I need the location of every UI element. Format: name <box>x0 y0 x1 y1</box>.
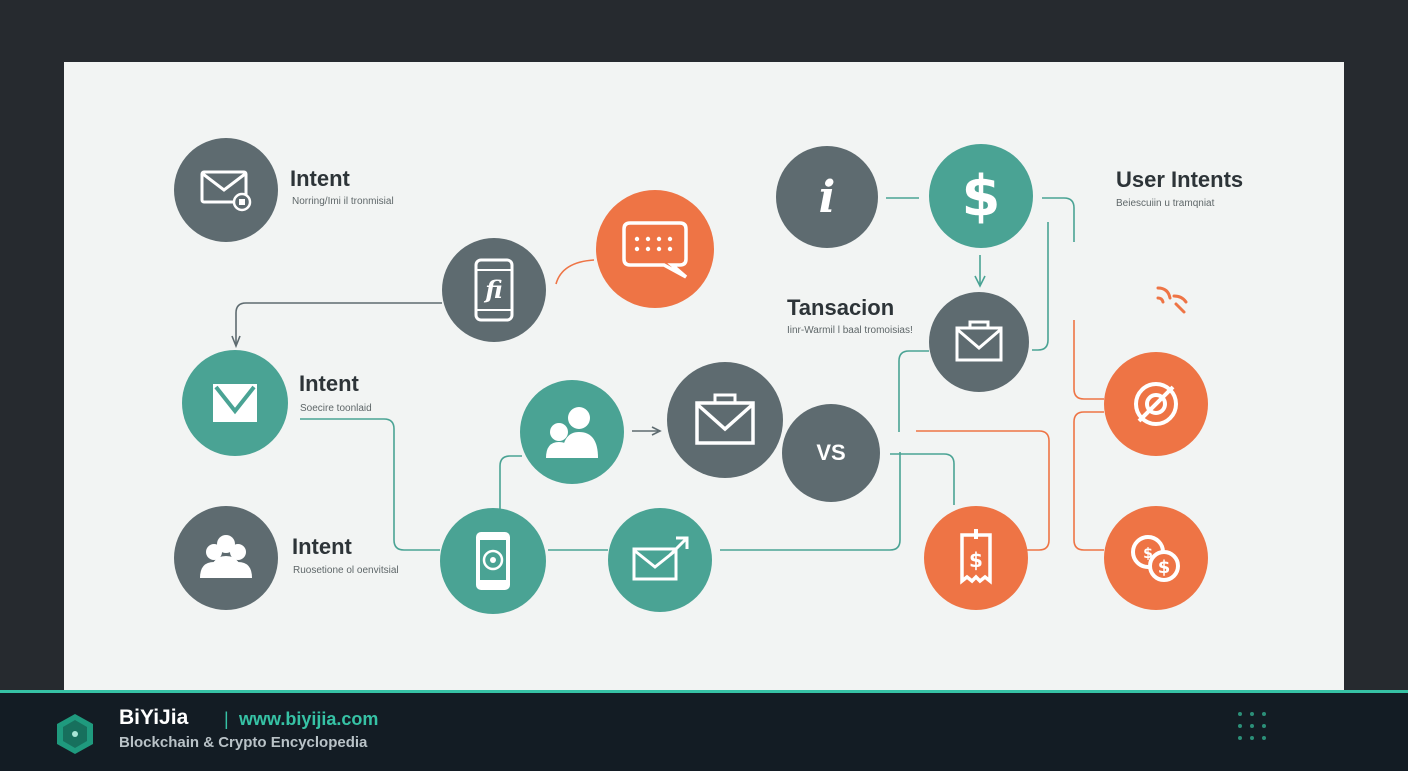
chat-bubble-icon <box>622 221 688 279</box>
transaction-mail-icon <box>955 320 1003 362</box>
dollar-node[interactable]: $ <box>929 144 1033 248</box>
brand-logo-icon[interactable] <box>56 713 94 755</box>
info-node[interactable]: i <box>776 146 878 248</box>
dollar-glyph: $ <box>961 163 1001 229</box>
target-node[interactable] <box>1104 352 1208 456</box>
intent-subtitle-bottom: Ruosetione ol oenvitsial <box>293 565 399 576</box>
phone-icon: fi <box>474 258 514 322</box>
phone-node[interactable]: fi <box>442 238 546 342</box>
chat-node[interactable] <box>596 190 714 308</box>
envelope-node[interactable] <box>174 138 278 242</box>
send-mail-node[interactable] <box>608 508 712 612</box>
intent-title-bottom: Intent <box>292 534 352 559</box>
transaction-mail-node[interactable] <box>929 292 1029 392</box>
dots-grid-icon <box>1238 712 1266 740</box>
brand-name: BiYiJia <box>119 706 189 729</box>
footer-bar: BiYiJia | www.biyijia.com Blockchain & C… <box>0 690 1408 771</box>
transaction-title: Tansacion <box>787 295 895 320</box>
coins-node[interactable]: $ $ <box>1104 506 1208 610</box>
user-intents-title: User Intents <box>1116 167 1244 192</box>
diagram-canvas: Intent Norring/Imi il tronmisial fi Inte… <box>64 62 1344 704</box>
mail-icon <box>213 384 257 422</box>
phone-glyph: fi <box>483 275 502 304</box>
target-icon <box>1134 382 1178 426</box>
intent-title-mid: Intent <box>299 371 359 396</box>
receipt-node[interactable]: $ <box>924 506 1028 610</box>
intent-title-top: Intent <box>290 166 350 191</box>
briefcase-mail-node[interactable] <box>667 362 783 478</box>
envelope-lock-icon <box>200 170 252 212</box>
svg-text:$: $ <box>1158 557 1171 578</box>
briefcase-mail-icon <box>695 393 755 445</box>
intent-subtitle-mid: Soecire toonlaid <box>300 403 372 414</box>
intent-subtitle-top: Norring/Imi il tronmisial <box>292 196 394 207</box>
signal-icon <box>1156 286 1188 314</box>
receipt-icon: $ <box>960 529 992 585</box>
vs-label: VS <box>816 440 846 465</box>
users-icon <box>200 535 252 578</box>
person-node[interactable] <box>520 380 624 484</box>
coins-icon: $ $ <box>1131 535 1180 582</box>
info-glyph: i <box>818 171 836 223</box>
mobile-node[interactable] <box>440 508 546 614</box>
mobile-icon <box>476 532 510 590</box>
connector-lines <box>231 197 1104 551</box>
person-icon <box>546 407 598 458</box>
transaction-subtitle: Iinr-Warmil l baal tromoisias! <box>787 325 913 336</box>
vs-node[interactable]: VS <box>782 404 880 502</box>
footer-separator: | <box>224 709 229 729</box>
users-node[interactable] <box>174 506 278 610</box>
site-url-link[interactable]: www.biyijia.com <box>239 709 379 729</box>
svg-text:$: $ <box>1143 546 1153 562</box>
user-intents-subtitle: Beiescuiin u tramqniat <box>1116 198 1215 209</box>
brand-tagline: Blockchain & Crypto Encyclopedia <box>119 734 368 751</box>
svg-text:$: $ <box>969 548 983 572</box>
mail-node[interactable] <box>182 350 288 456</box>
send-mail-icon <box>632 536 689 581</box>
